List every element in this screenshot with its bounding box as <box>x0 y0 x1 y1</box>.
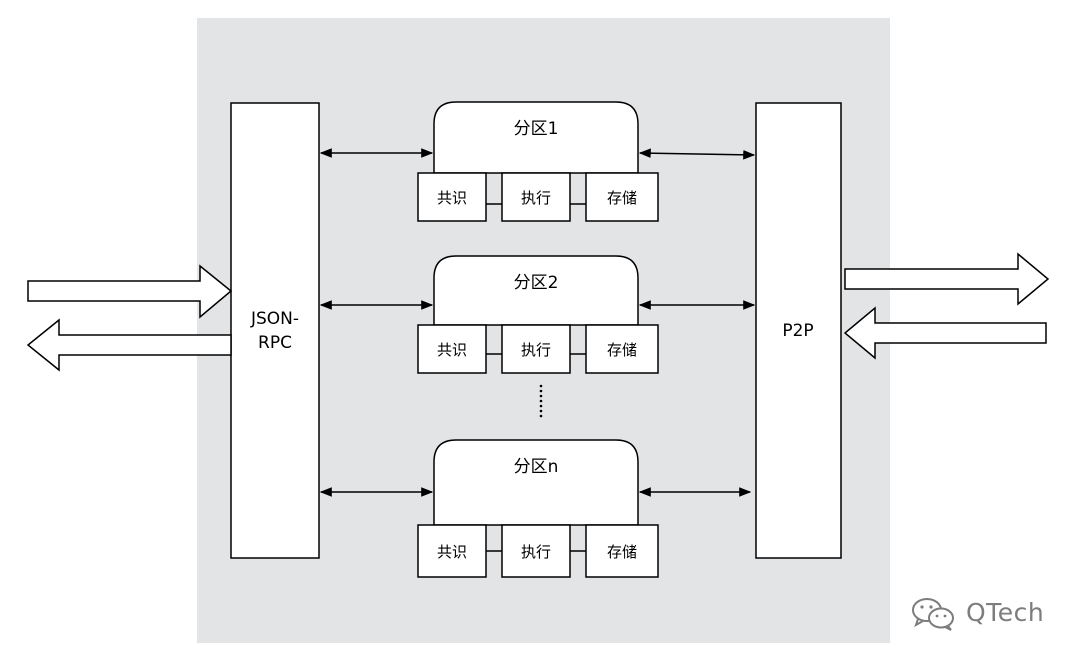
consensus-box <box>417 172 487 222</box>
execution-label: 执行 <box>521 189 551 207</box>
json-rpc-label-line1: JSON- <box>250 309 299 329</box>
consensus-label: 共识 <box>437 543 467 561</box>
inbound-arrow-right <box>843 306 1047 360</box>
consensus-box <box>417 524 487 578</box>
more-partitions-ellipsis <box>539 384 543 418</box>
partition-n: 分区n 共识 执行 存储 <box>417 439 659 578</box>
consensus-label: 共识 <box>437 189 467 207</box>
partition-2-box <box>433 255 639 326</box>
execution-label: 执行 <box>521 341 551 359</box>
p2p-module <box>755 102 842 559</box>
watermark-text: QTech <box>966 598 1045 627</box>
partition-1-title: 分区1 <box>514 119 559 139</box>
json-rpc-label-line2: RPC <box>258 333 292 353</box>
consensus-box <box>417 324 487 374</box>
partition-1-box <box>433 101 639 174</box>
storage-label: 存储 <box>607 341 637 359</box>
storage-box <box>585 524 659 578</box>
partition-2-title: 分区2 <box>514 273 559 293</box>
storage-box <box>585 324 659 374</box>
execution-box <box>501 324 571 374</box>
storage-box <box>585 172 659 222</box>
partition-n-box <box>433 439 639 526</box>
partition-1-p2p-arrow <box>638 148 756 160</box>
execution-label: 执行 <box>521 543 551 561</box>
partition-1: 分区1 共识 执行 存储 <box>417 101 659 222</box>
outbound-arrow-left <box>26 318 232 372</box>
p2p-label: P2P <box>782 321 813 341</box>
storage-label: 存储 <box>607 543 637 561</box>
execution-box <box>501 172 571 222</box>
wechat-icon <box>912 598 954 631</box>
json-rpc-module <box>230 102 320 559</box>
execution-box <box>501 524 571 578</box>
outbound-arrow-right <box>844 252 1050 306</box>
inbound-arrow-left <box>27 264 233 319</box>
storage-label: 存储 <box>607 189 637 207</box>
partition-2: 分区2 共识 执行 存储 <box>417 255 659 374</box>
consensus-label: 共识 <box>437 341 467 359</box>
partition-n-title: 分区n <box>514 457 559 477</box>
